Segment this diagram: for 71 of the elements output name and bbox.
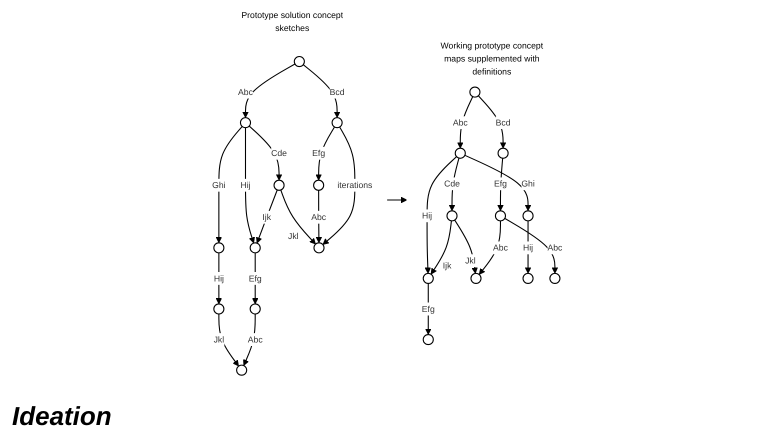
node-circle bbox=[470, 272, 482, 284]
edge-label: Jkl bbox=[288, 230, 298, 241]
edge-label: Abc bbox=[547, 242, 562, 253]
node-circle bbox=[273, 180, 284, 191]
arrow bbox=[424, 156, 457, 274]
edge-label: Ghi bbox=[212, 180, 226, 190]
node-circle bbox=[294, 56, 305, 68]
arrow bbox=[252, 252, 258, 304]
edge-label: Abc bbox=[248, 334, 262, 345]
node-circle bbox=[422, 272, 434, 284]
edge-label: Ijk bbox=[442, 260, 452, 271]
node-circle bbox=[549, 272, 560, 284]
node-circle bbox=[249, 303, 261, 315]
edge-label: Efg bbox=[312, 148, 325, 158]
node-circle bbox=[331, 117, 342, 128]
node-circle bbox=[312, 180, 324, 191]
arrow bbox=[256, 190, 278, 244]
edge-label: Efg bbox=[494, 178, 507, 189]
arrow bbox=[430, 220, 452, 274]
edge-label: Jkl bbox=[464, 256, 476, 266]
arrow bbox=[386, 196, 407, 204]
node-circle bbox=[522, 272, 534, 284]
edge-label: Cde bbox=[444, 178, 460, 189]
arrow bbox=[478, 95, 506, 148]
diagram-title: Ideation bbox=[12, 401, 112, 432]
node-text: Working prototype concept maps supplemented with definitions bbox=[440, 40, 543, 77]
arrow bbox=[448, 158, 460, 212]
arrow bbox=[248, 126, 282, 180]
arrow bbox=[454, 220, 478, 274]
edge-label: Abc bbox=[452, 118, 468, 128]
node-circle bbox=[313, 242, 324, 254]
node-circle bbox=[497, 148, 508, 159]
node-circle bbox=[446, 210, 458, 222]
node-circle bbox=[454, 148, 466, 159]
edge-label: Ijk bbox=[262, 212, 271, 222]
arrow bbox=[244, 128, 255, 244]
arrow bbox=[215, 126, 242, 244]
edge-label: Cde bbox=[270, 148, 287, 158]
arrow bbox=[218, 314, 239, 366]
edge-label: Abc bbox=[310, 212, 326, 222]
edge-label: Hij bbox=[422, 210, 432, 221]
edge-label: Hij bbox=[522, 242, 533, 253]
edge-label: iterations bbox=[337, 180, 372, 190]
node-circle bbox=[249, 242, 261, 254]
node-circle bbox=[469, 86, 480, 98]
arrow bbox=[280, 190, 316, 244]
edge-label: Hij bbox=[214, 273, 224, 284]
node-circle bbox=[213, 303, 224, 315]
arrow bbox=[302, 64, 340, 118]
edge-label: Abc bbox=[238, 87, 253, 98]
arrow bbox=[242, 64, 295, 118]
edge-label: Hij bbox=[240, 180, 250, 190]
node-circle bbox=[494, 210, 506, 222]
edge-label: Bcd bbox=[329, 87, 344, 98]
node-circle bbox=[236, 364, 247, 376]
arrow bbox=[315, 126, 335, 180]
node-circle bbox=[240, 117, 251, 128]
arrow bbox=[456, 96, 473, 148]
arrow bbox=[322, 126, 356, 245]
edge-label: Ghi bbox=[521, 178, 535, 189]
arrow bbox=[242, 314, 256, 366]
node-circle bbox=[522, 210, 534, 222]
edge-label: Abc bbox=[492, 242, 508, 253]
node-circle bbox=[213, 242, 224, 254]
edge-label: Bcd bbox=[495, 118, 510, 128]
edge-label: Efg bbox=[422, 304, 434, 314]
edge-label: Jkl bbox=[213, 334, 224, 345]
edge-label: Efg bbox=[248, 273, 262, 284]
node-text: Prototype solution concept sketches bbox=[241, 10, 343, 34]
node-circle bbox=[422, 334, 434, 346]
arrow bbox=[478, 220, 501, 275]
